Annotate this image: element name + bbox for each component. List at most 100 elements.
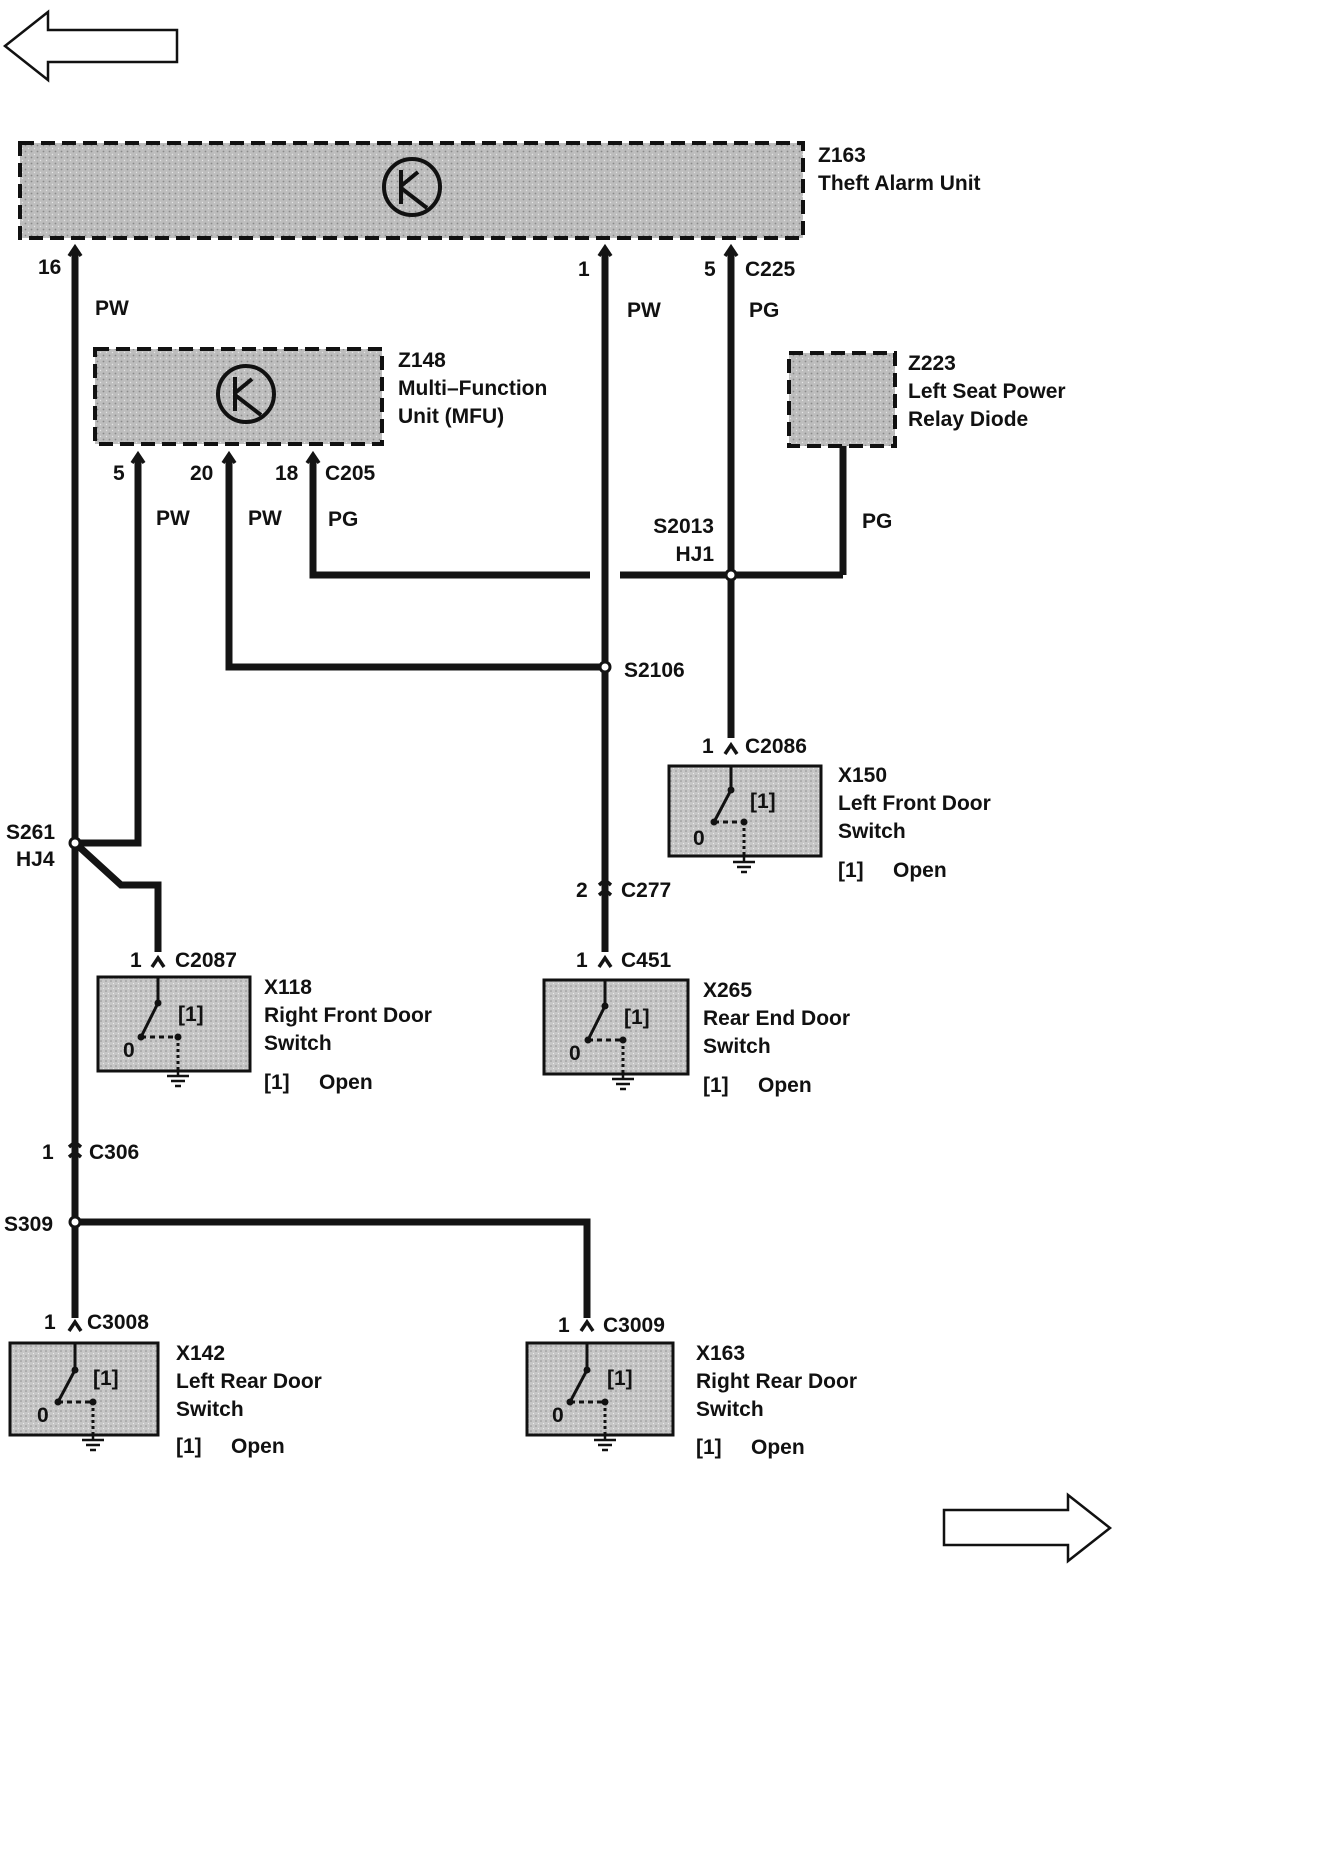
switch-pos-open: 0 (693, 827, 705, 850)
mfu-box (93, 347, 384, 446)
wire-color-label: PW (248, 507, 282, 530)
switch-state-value: Open (751, 1436, 805, 1459)
component-name: Switch (264, 1032, 332, 1055)
component-name: Relay Diode (908, 408, 1029, 431)
component-name: Rear End Door (703, 1007, 851, 1030)
switch-pos-open: 0 (552, 1404, 564, 1427)
mfu-label: Z148 Multi–Function Unit (MFU) (398, 347, 547, 431)
pin-label: 18 (275, 462, 299, 485)
wire-color-label: PW (627, 299, 661, 322)
splice-label: HJ1 (675, 543, 714, 566)
switch-pos-closed: [1] (750, 790, 776, 813)
connector-label: C3009 (603, 1314, 665, 1337)
component-name: Theft Alarm Unit (818, 172, 981, 195)
rear-end-door-switch-label: X265 Rear End Door Switch (703, 977, 850, 1061)
component-name: Unit (MFU) (398, 405, 505, 428)
left-front-door-switch-label: X150 Left Front Door Switch (838, 762, 991, 846)
switch-state-key: [1] (696, 1436, 722, 1459)
pin-label: 1 (44, 1311, 56, 1334)
connector-label: C205 (325, 462, 376, 485)
connector-marks (67, 243, 739, 1332)
wire-color-label: PW (156, 507, 190, 530)
ground-icon (733, 856, 755, 874)
switch-x150 (667, 764, 823, 874)
switch-x265 (542, 978, 690, 1091)
relay-diode-label: Z223 Left Seat Power Relay Diode (908, 350, 1066, 434)
right-rear-door-switch-label: X163 Right Rear Door Switch (696, 1340, 857, 1424)
switch-state-key: [1] (176, 1435, 202, 1458)
connector-label: C306 (89, 1141, 140, 1164)
switch-pos-open: 0 (37, 1404, 49, 1427)
switch-pos-open: 0 (569, 1042, 581, 1065)
component-id: X265 (703, 979, 753, 1002)
switch-pos-open: 0 (123, 1039, 135, 1062)
pin-label: 2 (576, 879, 588, 902)
right-front-door-switch-label: X118 Right Front Door Switch (264, 974, 432, 1058)
transistor-icon (216, 364, 276, 424)
switch-pos-closed: [1] (624, 1006, 650, 1029)
theft-alarm-unit-box (18, 141, 805, 240)
wire-color-label: PG (749, 299, 780, 322)
splice-s2106 (598, 660, 612, 674)
right-arrow-icon[interactable] (942, 1492, 1113, 1564)
ground-icon (594, 1435, 616, 1452)
pin-label: 1 (42, 1141, 54, 1164)
component-name: Switch (696, 1398, 764, 1421)
pin-label: 1 (558, 1314, 570, 1337)
splice-label: S2106 (624, 659, 685, 682)
component-name: Right Front Door (264, 1004, 432, 1027)
pin-label: 1 (576, 949, 588, 972)
pin-label: 1 (702, 735, 714, 758)
switch-pos-closed: [1] (178, 1003, 204, 1026)
switch-state-value: Open (893, 859, 947, 882)
ground-icon (82, 1435, 104, 1452)
left-arrow-icon[interactable] (2, 9, 179, 83)
splice-s2013 (724, 568, 738, 582)
component-name: Switch (703, 1035, 771, 1058)
component-name: Left Front Door (838, 792, 991, 815)
switch-x118 (96, 975, 252, 1088)
pin-label: 5 (113, 462, 125, 485)
component-id: Z148 (398, 349, 446, 372)
switch-pos-closed: [1] (607, 1367, 633, 1390)
switch-state-value: Open (319, 1071, 373, 1094)
component-name: Right Rear Door (696, 1370, 858, 1393)
connector-label: C2087 (175, 949, 237, 972)
component-id: X142 (176, 1342, 226, 1365)
connector-label: C2086 (745, 735, 807, 758)
pin-label: 1 (578, 258, 590, 281)
wire-color-label: PG (328, 508, 359, 531)
switch-state-key: [1] (838, 859, 864, 882)
left-rear-door-switch-label: X142 Left Rear Door Switch (176, 1340, 322, 1424)
splice-s309 (68, 1215, 82, 1229)
connector-label: C451 (621, 949, 672, 972)
pin-label: 1 (130, 949, 142, 972)
ground-icon (612, 1074, 634, 1091)
splice-label: S309 (4, 1213, 54, 1236)
splice-label: S2013 (653, 515, 714, 538)
switch-state-key: [1] (703, 1074, 729, 1097)
component-id: X118 (264, 976, 312, 999)
component-name: Left Rear Door (176, 1370, 322, 1393)
theft-alarm-unit-label: Z163 Theft Alarm Unit (818, 142, 981, 198)
component-id: X163 (696, 1342, 746, 1365)
pin-label: 20 (190, 462, 214, 485)
switch-x142 (8, 1341, 160, 1452)
switch-state-value: Open (231, 1435, 285, 1458)
wire-color-label: PG (862, 510, 893, 533)
wire-color-label: PW (95, 297, 129, 320)
wiring-diagram (2, 9, 1113, 1564)
component-id: X150 (838, 764, 888, 787)
connector-label: C277 (621, 879, 672, 902)
splice-s261 (68, 836, 82, 850)
ground-icon (167, 1071, 189, 1088)
switch-state-value: Open (758, 1074, 812, 1097)
component-name: Multi–Function (398, 377, 548, 400)
component-id: Z223 (908, 352, 956, 375)
component-id: Z163 (818, 144, 866, 167)
switch-state-key: [1] (264, 1071, 290, 1094)
component-name: Switch (838, 820, 906, 843)
pin-label: 5 (704, 258, 716, 281)
splice-label: HJ4 (16, 848, 55, 871)
switch-pos-closed: [1] (93, 1367, 119, 1390)
